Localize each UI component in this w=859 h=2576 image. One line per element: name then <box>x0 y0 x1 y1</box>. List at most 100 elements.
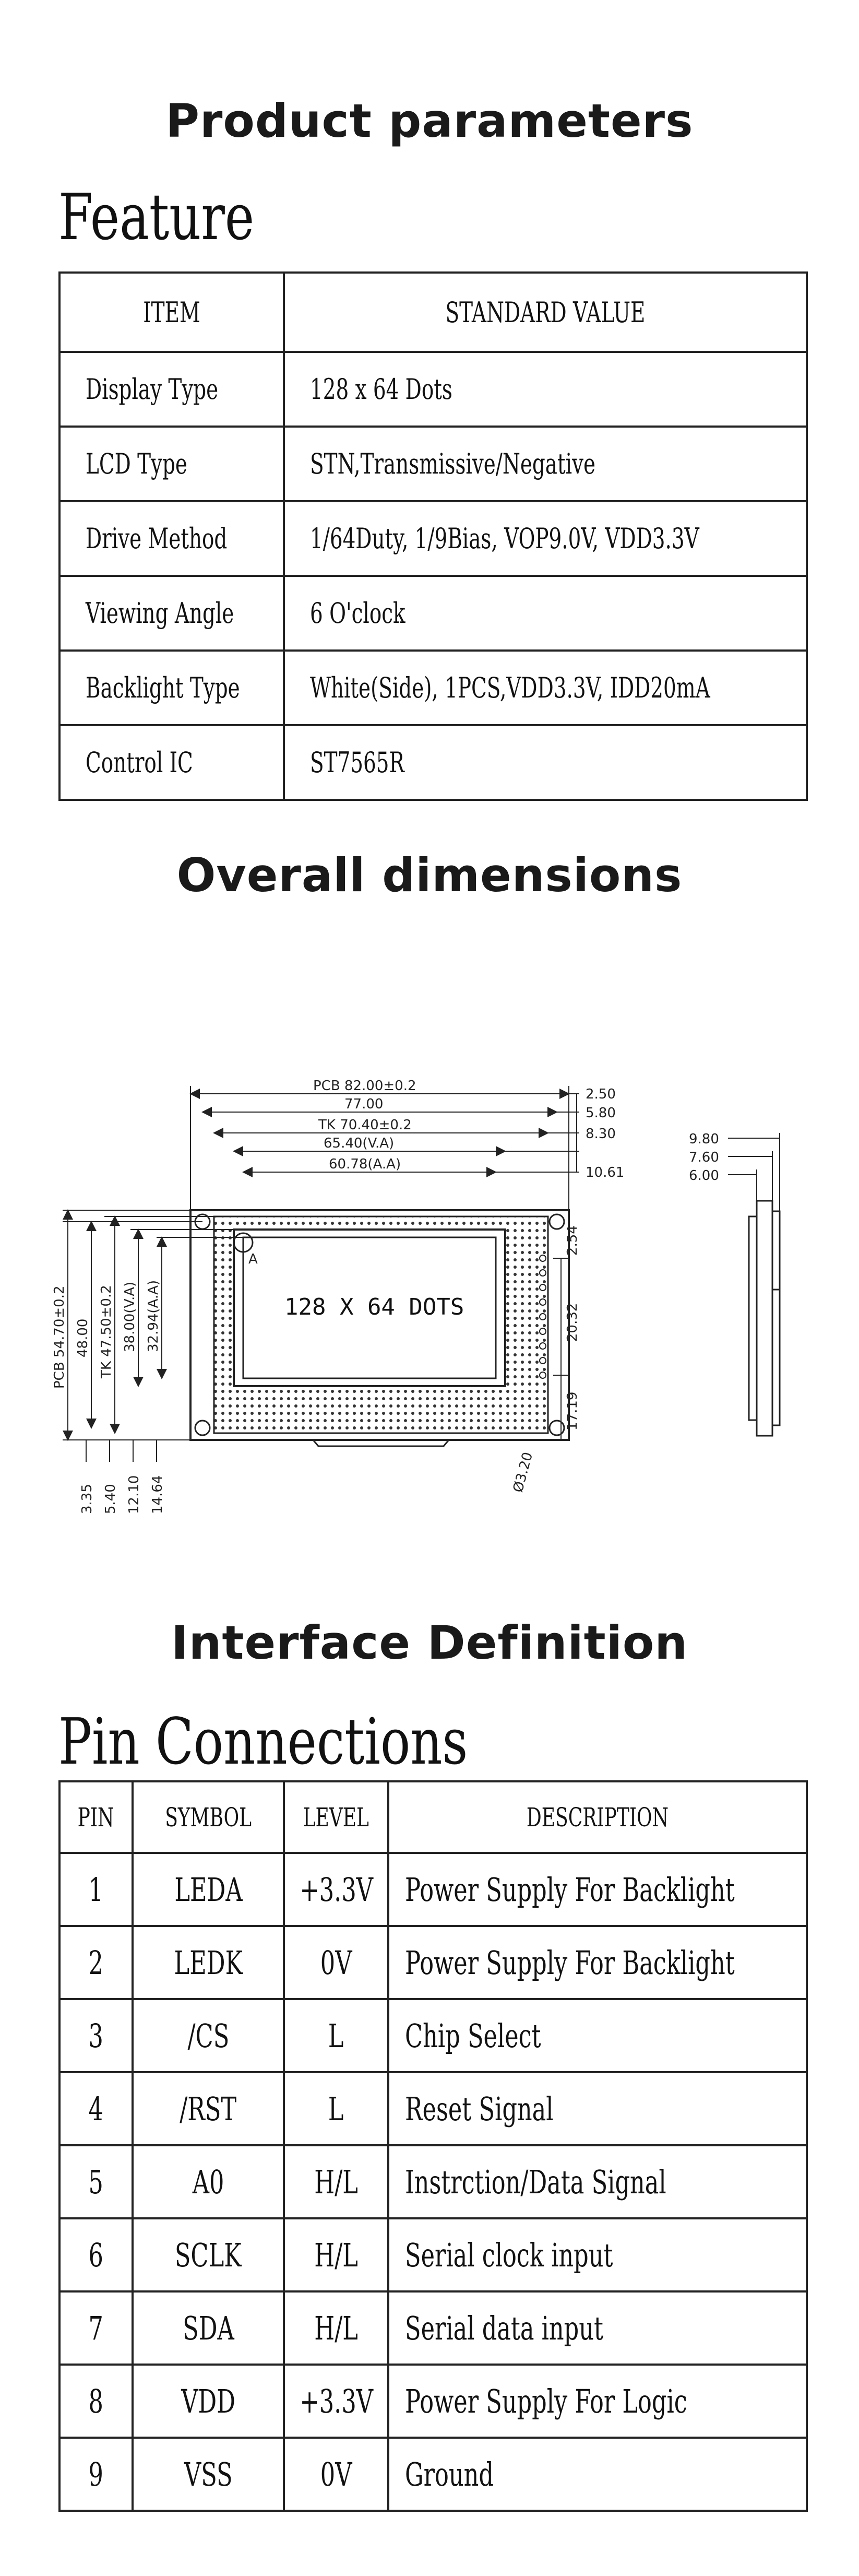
pin-row: 9 VSS 0V Ground <box>58 2437 808 2512</box>
item-header: ITEM <box>58 271 285 353</box>
dim-pin-span: 20.32 <box>565 1303 580 1342</box>
connector-pins <box>539 1255 546 1379</box>
point-a-label: A <box>248 1251 258 1267</box>
pin-level: H/L <box>283 2290 389 2366</box>
dim-3-35: 3.35 <box>79 1484 95 1514</box>
pin-row: 1 LEDA +3.3V Power Supply For Backlight <box>58 1852 808 1927</box>
pin-number: 2 <box>58 1925 134 2000</box>
dim-va-width: 65.40(V.A) <box>324 1136 394 1151</box>
pin-symbol: LEDK <box>132 1925 285 2000</box>
pin-level: L <box>283 2071 389 2146</box>
mount-hole <box>548 1420 565 1436</box>
pin-symbol: /RST <box>132 2071 285 2146</box>
dim-tk-width: TK 70.40±0.2 <box>318 1117 412 1133</box>
symbol-header: SYMBOL <box>132 1780 285 1854</box>
flex-tab <box>312 1439 450 1447</box>
feature-header-row: ITEM STANDARD VALUE <box>58 271 808 353</box>
pin-symbol: SCLK <box>132 2217 285 2293</box>
dim-5-80: 5.80 <box>586 1105 616 1121</box>
dim-9-80: 9.80 <box>689 1131 719 1147</box>
pin-level: H/L <box>283 2217 389 2293</box>
description-header: DESCRIPTION <box>387 1780 808 1854</box>
mount-hole <box>194 1420 211 1436</box>
feature-value: 6 O'clock <box>283 575 808 652</box>
pin-description: Power Supply For Backlight <box>387 1852 808 1927</box>
pin-row: 3 /CS L Chip Select <box>58 1998 808 2073</box>
dim-6-00: 6.00 <box>689 1168 719 1184</box>
dim-aa-width: 60.78(A.A) <box>329 1156 401 1172</box>
pin-description: Power Supply For Backlight <box>387 1925 808 2000</box>
pin-row: 2 LEDK 0V Power Supply For Backlight <box>58 1925 808 2000</box>
pin-number: 3 <box>58 1998 134 2073</box>
dim-12-10: 12.10 <box>126 1475 142 1514</box>
pin-row: 7 SDA H/L Serial data input <box>58 2290 808 2366</box>
dim-aa-height: 32.94(A.A) <box>146 1280 161 1352</box>
dim-77: 77.00 <box>344 1096 383 1112</box>
dim-5-40: 5.40 <box>103 1484 118 1514</box>
pin-description: Power Supply For Logic <box>387 2364 808 2439</box>
dim-pcb-width: PCB 82.00±0.2 <box>313 1078 416 1094</box>
dim-7-60: 7.60 <box>689 1150 719 1165</box>
pin-description: Serial clock input <box>387 2217 808 2293</box>
dim-10-61: 10.61 <box>586 1165 624 1180</box>
active-area <box>242 1236 497 1379</box>
feature-row: Control IC ST7565R <box>58 724 808 801</box>
feature-row: Viewing Angle 6 O'clock <box>58 575 808 652</box>
mount-hole <box>548 1213 565 1230</box>
interface-definition-heading: Interface Definition <box>171 1616 688 1670</box>
feature-item: Viewing Angle <box>58 575 285 652</box>
feature-item: Backlight Type <box>58 649 285 726</box>
pin-symbol: LEDA <box>132 1852 285 1927</box>
feature-value: STN,Transmissive/Negative <box>283 426 808 502</box>
pin-symbol: VDD <box>132 2364 285 2439</box>
dim-va-height: 38.00(V.A) <box>122 1282 138 1352</box>
screen-text: 128 X 64 DOTS <box>284 1294 464 1320</box>
side-view <box>748 1200 781 1437</box>
point-a-circle <box>233 1232 254 1253</box>
pin-description: Ground <box>387 2437 808 2512</box>
feature-row: Display Type 128 x 64 Dots <box>58 351 808 428</box>
dim-pin-pitch: 2.54 <box>565 1225 580 1256</box>
pin-description: Instrction/Data Signal <box>387 2144 808 2219</box>
pin-symbol: A0 <box>132 2144 285 2219</box>
dim-tk-height: TK 47.50±0.2 <box>99 1285 114 1379</box>
feature-subheading: Feature <box>58 180 255 254</box>
feature-item: Control IC <box>58 724 285 801</box>
pin-description: Reset Signal <box>387 2071 808 2146</box>
pin-level: L <box>283 1998 389 2073</box>
pin-number: 4 <box>58 2071 134 2146</box>
product-parameters-heading: Product parameters <box>165 94 694 148</box>
dim-48: 48.00 <box>75 1319 91 1357</box>
pin-header-row: PIN SYMBOL LEVEL DESCRIPTION <box>58 1780 808 1854</box>
pcb-outline <box>189 1209 570 1441</box>
standard-value-header: STANDARD VALUE <box>283 271 808 353</box>
dim-pcb-height: PCB 54.70±0.2 <box>52 1285 67 1389</box>
pin-symbol: VSS <box>132 2437 285 2512</box>
pin-row: 4 /RST L Reset Signal <box>58 2071 808 2146</box>
feature-item: Drive Method <box>58 500 285 577</box>
pin-description: Chip Select <box>387 1998 808 2073</box>
feature-row: Drive Method 1/64Duty, 1/9Bias, VOP9.0V,… <box>58 500 808 577</box>
pin-level: H/L <box>283 2144 389 2219</box>
pin-number: 7 <box>58 2290 134 2366</box>
pin-symbol: /CS <box>132 1998 285 2073</box>
pin-symbol: SDA <box>132 2290 285 2366</box>
pin-row: 5 A0 H/L Instrction/Data Signal <box>58 2144 808 2219</box>
feature-table: ITEM STANDARD VALUE Display Type 128 x 6… <box>58 271 808 801</box>
feature-row: LCD Type STN,Transmissive/Negative <box>58 426 808 502</box>
dim-hole: Ø3.20 <box>510 1450 536 1494</box>
pin-connections-subheading: Pin Connections <box>58 1705 468 1779</box>
feature-value: ST7565R <box>283 724 808 801</box>
feature-row: Backlight Type White(Side), 1PCS,VDD3.3V… <box>58 649 808 726</box>
pin-header: PIN <box>58 1780 134 1854</box>
overall-dimensions-heading: Overall dimensions <box>176 848 683 902</box>
pin-table: PIN SYMBOL LEVEL DESCRIPTION 1 LEDA +3.3… <box>58 1780 808 2512</box>
pin-row: 8 VDD +3.3V Power Supply For Logic <box>58 2364 808 2439</box>
pin-number: 5 <box>58 2144 134 2219</box>
dim-8-30: 8.30 <box>586 1126 616 1142</box>
feature-item: LCD Type <box>58 426 285 502</box>
pin-number: 6 <box>58 2217 134 2293</box>
dim-2-50: 2.50 <box>586 1086 616 1102</box>
pin-number: 1 <box>58 1852 134 1927</box>
dim-pin-offset: 17.19 <box>565 1392 580 1431</box>
